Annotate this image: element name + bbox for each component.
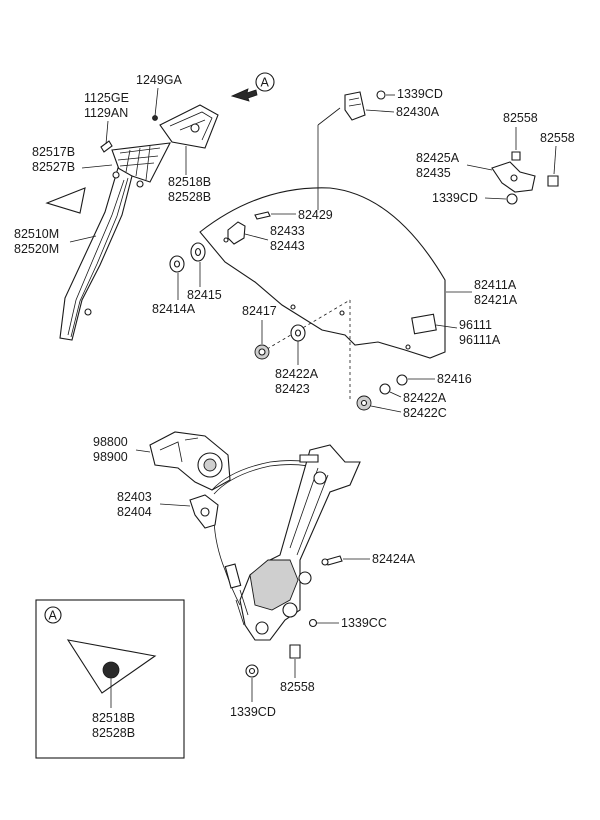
label-96111: 96111: [459, 318, 492, 332]
label-82429: 82429: [298, 208, 333, 222]
screw-1249ga: [152, 115, 158, 121]
quarter-glass-seal: [45, 187, 86, 214]
label-82422A-upper: 82422A: [275, 367, 319, 381]
label-1125GE: 1125GE: [84, 91, 129, 105]
label-82425A: 82425A: [416, 151, 460, 165]
label-98800: 98800: [93, 435, 128, 449]
label-1249GA: 1249GA: [136, 73, 183, 87]
label-inset-82518B: 82518B: [92, 711, 135, 725]
label-82414A: 82414A: [152, 302, 196, 316]
label-82424A: 82424A: [372, 552, 416, 566]
nut-1339cd-mid: [506, 193, 518, 205]
screw-82429: [254, 211, 271, 220]
label-82435: 82435: [416, 166, 451, 180]
label-82510M: 82510M: [14, 227, 59, 241]
svg-text:A: A: [261, 76, 270, 90]
label-inset-82528B: 82528B: [92, 726, 135, 740]
detail-marker-inset: [44, 606, 62, 624]
bolt-82558-c: [289, 644, 301, 659]
label-82518B: 82518B: [168, 175, 211, 189]
detail-marker-top: [255, 72, 275, 92]
washer-82422a-lower: [379, 383, 391, 395]
clip-82433: [227, 221, 246, 245]
label-82443: 82443: [270, 239, 305, 253]
label-1339CD-top: 1339CD: [397, 87, 443, 101]
label-82520M: 82520M: [14, 242, 59, 256]
svg-text:A: A: [49, 609, 58, 623]
label-82421A: 82421A: [474, 293, 518, 307]
label-82558-b: 82558: [540, 131, 575, 145]
label-82403: 82403: [117, 490, 152, 504]
label-1339CD-mid: 1339CD: [432, 191, 478, 205]
label-96111A: 96111A: [459, 333, 501, 347]
label-82558-c: 82558: [280, 680, 315, 694]
label-82433: 82433: [270, 224, 305, 238]
inset-fastener: [102, 661, 120, 679]
label-1129AN: 1129AN: [84, 106, 128, 120]
view-arrow: [230, 88, 258, 102]
label-82558-a: 82558: [503, 111, 538, 125]
label-82423: 82423: [275, 382, 310, 396]
label-82411A: 82411A: [474, 278, 517, 292]
bolt-82558-a: [511, 151, 521, 161]
glass-run-channel: [59, 167, 133, 341]
label-98900: 98900: [93, 450, 128, 464]
label-1339CC: 1339CC: [341, 616, 387, 630]
door-glass: [199, 187, 446, 359]
label-82417: 82417: [242, 304, 277, 318]
label-82404: 82404: [117, 505, 152, 519]
window-regulator: [239, 444, 361, 641]
bolt-82558-b: [547, 175, 559, 187]
nut-1339cc: [308, 618, 318, 628]
label-1339CD-bottom: 1339CD: [230, 705, 276, 719]
bolt-82424a: [325, 555, 343, 566]
label-82517B: 82517B: [32, 145, 75, 159]
glass-label-96111: [411, 313, 437, 335]
nut-1339cd-top: [376, 90, 386, 100]
label-82422A-lower: 82422A: [403, 391, 447, 405]
glass-holder-82430a: [344, 91, 366, 121]
label-82416: 82416: [437, 372, 472, 386]
label-82527B: 82527B: [32, 160, 75, 174]
label-82422C: 82422C: [403, 406, 447, 420]
part-82416: [396, 374, 408, 386]
label-82528B: 82528B: [168, 190, 211, 204]
label-82415: 82415: [187, 288, 222, 302]
label-82430A: 82430A: [396, 105, 440, 119]
